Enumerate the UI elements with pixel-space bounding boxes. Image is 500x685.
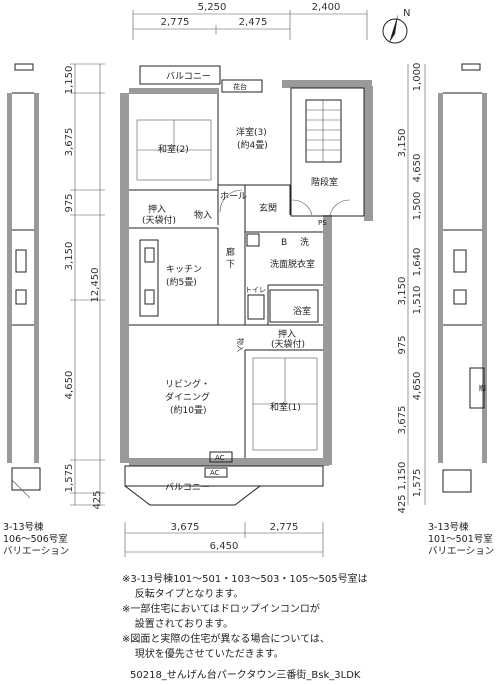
label-sen: 洗: [300, 236, 309, 248]
room-labels: バルコニー 花台 和室(2) 洋室(3) (約4畳) ホール 階段室 玄関 押入…: [142, 71, 338, 493]
label-ac-1: AC: [215, 454, 225, 462]
dim-top-b: 2,475: [239, 17, 268, 28]
label-oshiire-mid: 押入: [278, 328, 296, 340]
label-ps: PS: [318, 219, 327, 227]
dim-right-e4: 1,575: [412, 469, 423, 498]
note-line: 現状を優先させていただきます。: [122, 649, 284, 660]
left-dimensions: 1,150 3,675 975 3,150 4,650 1,575 425 12…: [64, 63, 105, 510]
compass-label: N: [403, 8, 410, 19]
dim-right-e1: 4,650: [412, 154, 423, 183]
label-hall: ホール: [220, 191, 247, 202]
label-living-1: リビング・: [165, 378, 210, 390]
dim-right-e2: 3,150: [397, 129, 408, 158]
label-senmen: 洗面脱衣室: [270, 258, 315, 270]
left-variation-plan: [7, 63, 41, 499]
north-compass: N: [382, 8, 410, 44]
footer-code: 50218_せんげん台パークタウン三番街_Bsk_3LDK: [130, 670, 361, 681]
note-line: ※一部住宅においてはドロップインコンロが: [122, 604, 320, 615]
label-living-2: ダイニング: [165, 391, 210, 403]
dim-right-d2: 3,150: [397, 277, 408, 306]
caption-left: 3-13号棟 106〜506号室 バリエーション: [3, 522, 70, 557]
dim-right-d1: 1,000: [412, 63, 423, 92]
label-b-box: B: [281, 238, 287, 248]
note-line: 反転タイプとなります。: [122, 589, 244, 600]
label-rouka-2: 下: [226, 260, 235, 270]
label-oshiire-top-sub: (天袋付): [142, 214, 176, 226]
dim-bottom-b: 2,775: [270, 522, 299, 533]
right-nukebi-label: 避: [478, 385, 487, 392]
label-kaidan: 階段室: [311, 176, 338, 188]
dim-right-d5: 1,510: [412, 286, 423, 315]
dim-right-d6: 975: [397, 335, 408, 354]
note-line: ※図面と実際の住宅が異なる場合については、: [122, 634, 330, 645]
label-youshitsu3-size: (約4畳): [237, 139, 268, 151]
label-genkan: 玄関: [259, 202, 277, 214]
dim-left-d2: 3,675: [64, 128, 75, 157]
stair-treads: [306, 100, 341, 162]
bottom-dimensions: 3,675 2,775 6,450: [124, 522, 324, 557]
dim-right-d9: 425: [397, 494, 408, 513]
dim-left-d3: 975: [64, 193, 75, 212]
dim-top-a: 2,775: [161, 17, 190, 28]
label-kitchen: キッチン: [166, 264, 202, 275]
label-youshitsu3: 洋室(3): [236, 126, 267, 138]
dim-left-d6: 1,575: [64, 464, 75, 493]
label-rouka-1: 廊: [226, 246, 235, 258]
dim-right-d3: 1,500: [412, 192, 423, 221]
dim-left-d1: 1,150: [64, 66, 75, 95]
caption-right: 3-13号棟 101〜501号室 バリエーション: [428, 522, 495, 557]
label-washitsu2: 和室(2): [158, 143, 189, 155]
dim-top-total: 5,250: [198, 2, 227, 13]
dim-right-d4: 1,640: [412, 248, 423, 277]
label-balcony-top: バルコニー: [166, 71, 211, 82]
label-toilet: トイレ: [245, 286, 266, 294]
right-dimensions: 1,000 3,150 4,650 1,500 1,640 3,150 1,51…: [397, 63, 426, 514]
dim-left-d7: 425: [92, 490, 103, 509]
dim-left-d4: 3,150: [64, 242, 75, 271]
label-washitsu1: 和室(1): [270, 401, 301, 413]
dim-left-total: 12,450: [90, 268, 101, 303]
dim-top-right: 2,400: [312, 2, 341, 13]
label-tsuyu: 物入: [236, 338, 245, 352]
note-line: 設置されております。: [122, 619, 234, 630]
label-kitchen-size: (約5畳): [166, 276, 197, 288]
label-balcony-bottom: バルコニー: [165, 482, 210, 493]
dim-bottom-total: 6,450: [210, 541, 239, 552]
dim-right-e3: 4,650: [412, 372, 423, 401]
dim-bottom-a: 3,675: [171, 522, 200, 533]
label-yokushitsu: 浴室: [293, 305, 311, 317]
main-plan: [120, 65, 373, 506]
label-ac-2: AC: [210, 469, 220, 477]
dim-right-d7: 3,675: [397, 406, 408, 435]
label-kadan: 花台: [233, 82, 247, 91]
dim-right-d8: 1,150: [397, 462, 408, 491]
label-oshiire-mid-sub: (天袋付): [271, 338, 305, 350]
right-variation-plan: 避: [438, 63, 487, 493]
note-line: ※3-13号棟101〜501・103〜503・105〜505号室は: [122, 574, 368, 585]
label-monoire: 物入: [194, 209, 212, 221]
dim-left-d5: 4,650: [64, 371, 75, 400]
label-oshiire-top: 押入: [148, 203, 166, 215]
label-living-3: (約10畳): [170, 404, 206, 416]
top-dimensions: 5,250 2,400 2,775 2,475: [132, 2, 368, 40]
